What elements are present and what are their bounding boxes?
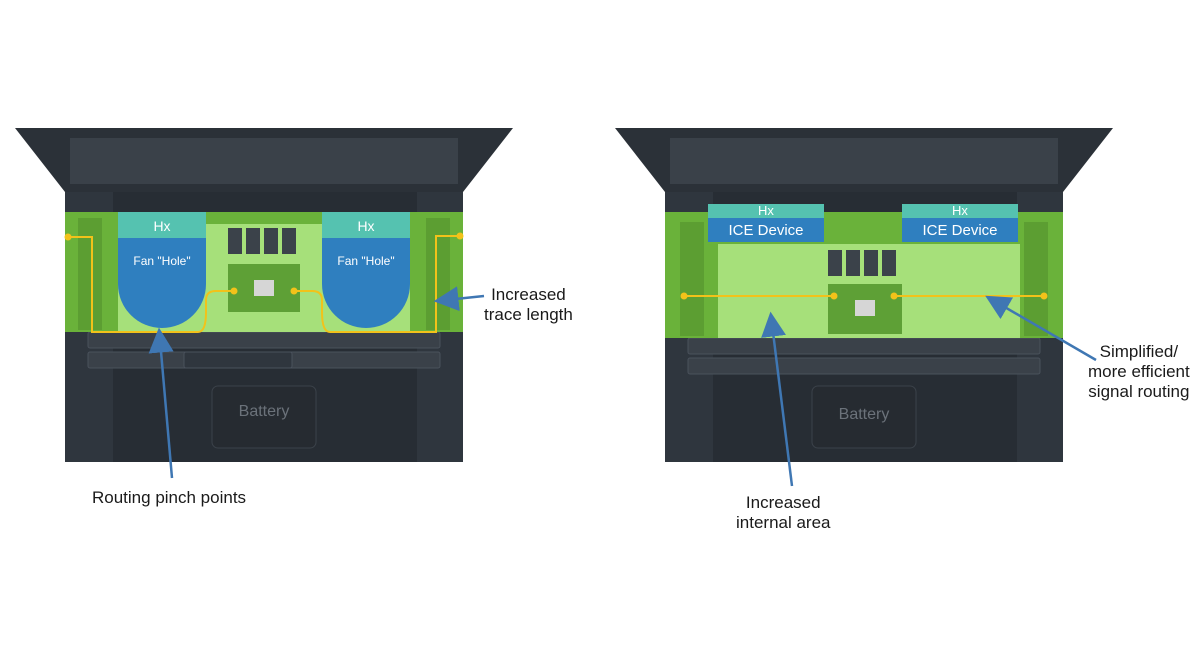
right-hx-block-2 (902, 204, 1018, 218)
right-ice-label-1: ICE Device (728, 222, 803, 239)
callout-internal-area: Increased internal area (736, 493, 831, 532)
callout-pinch-points: Routing pinch points (92, 488, 247, 507)
left-hx-label-2: Hx (357, 218, 374, 234)
right-hx-label-1: Hx (758, 203, 774, 218)
arrow-pinch-points (148, 327, 174, 479)
left-fan-hole-2 (322, 238, 410, 328)
right-memory-chips (828, 250, 896, 276)
right-ice-label-2: ICE Device (922, 222, 997, 239)
left-fan-hole-1 (118, 238, 206, 328)
right-screen (670, 138, 1058, 184)
right-trace-nodes (680, 292, 1048, 300)
arrow-signal-routing (985, 295, 1097, 362)
left-screen (70, 138, 458, 184)
left-cpu-die (254, 280, 274, 296)
left-touchpad (211, 385, 317, 449)
arrow-trace-length (433, 286, 485, 312)
right-laptop: Hx Hx ICE Device ICE Device Battery (615, 128, 1113, 462)
left-hx-block-2 (322, 212, 410, 238)
left-battery-label: Battery (239, 403, 290, 420)
right-side-strip-l (680, 222, 704, 336)
callout-arrows (148, 286, 1097, 487)
left-side-strip-l (78, 218, 102, 330)
right-ice-block-2 (902, 218, 1018, 242)
left-fan-label-2: Fan "Hole" (337, 254, 394, 268)
callout-signal-routing: Simplified/ more efficient signal routin… (1088, 342, 1190, 401)
right-ice-block-1 (708, 218, 824, 242)
arrow-internal-area (761, 311, 794, 487)
left-traces (68, 235, 460, 333)
left-laptop: Hx Hx Fan "Hole" Fan "Hole" Battery (15, 128, 513, 462)
right-touchpad (811, 385, 917, 449)
right-cpu-die (855, 300, 875, 316)
left-hx-label-1: Hx (153, 218, 170, 234)
left-fan-label-1: Fan "Hole" (133, 254, 190, 268)
left-memory-chips (228, 228, 296, 254)
right-hx-block-1 (708, 204, 824, 218)
left-trace-nodes (64, 232, 464, 295)
left-side-strip-r (426, 218, 450, 330)
right-battery-label: Battery (839, 406, 890, 423)
right-side-strip-r (1024, 222, 1048, 336)
left-hx-block-1 (118, 212, 206, 238)
right-hx-label-2: Hx (952, 203, 968, 218)
callout-trace-length: Increased trace length (484, 285, 573, 324)
